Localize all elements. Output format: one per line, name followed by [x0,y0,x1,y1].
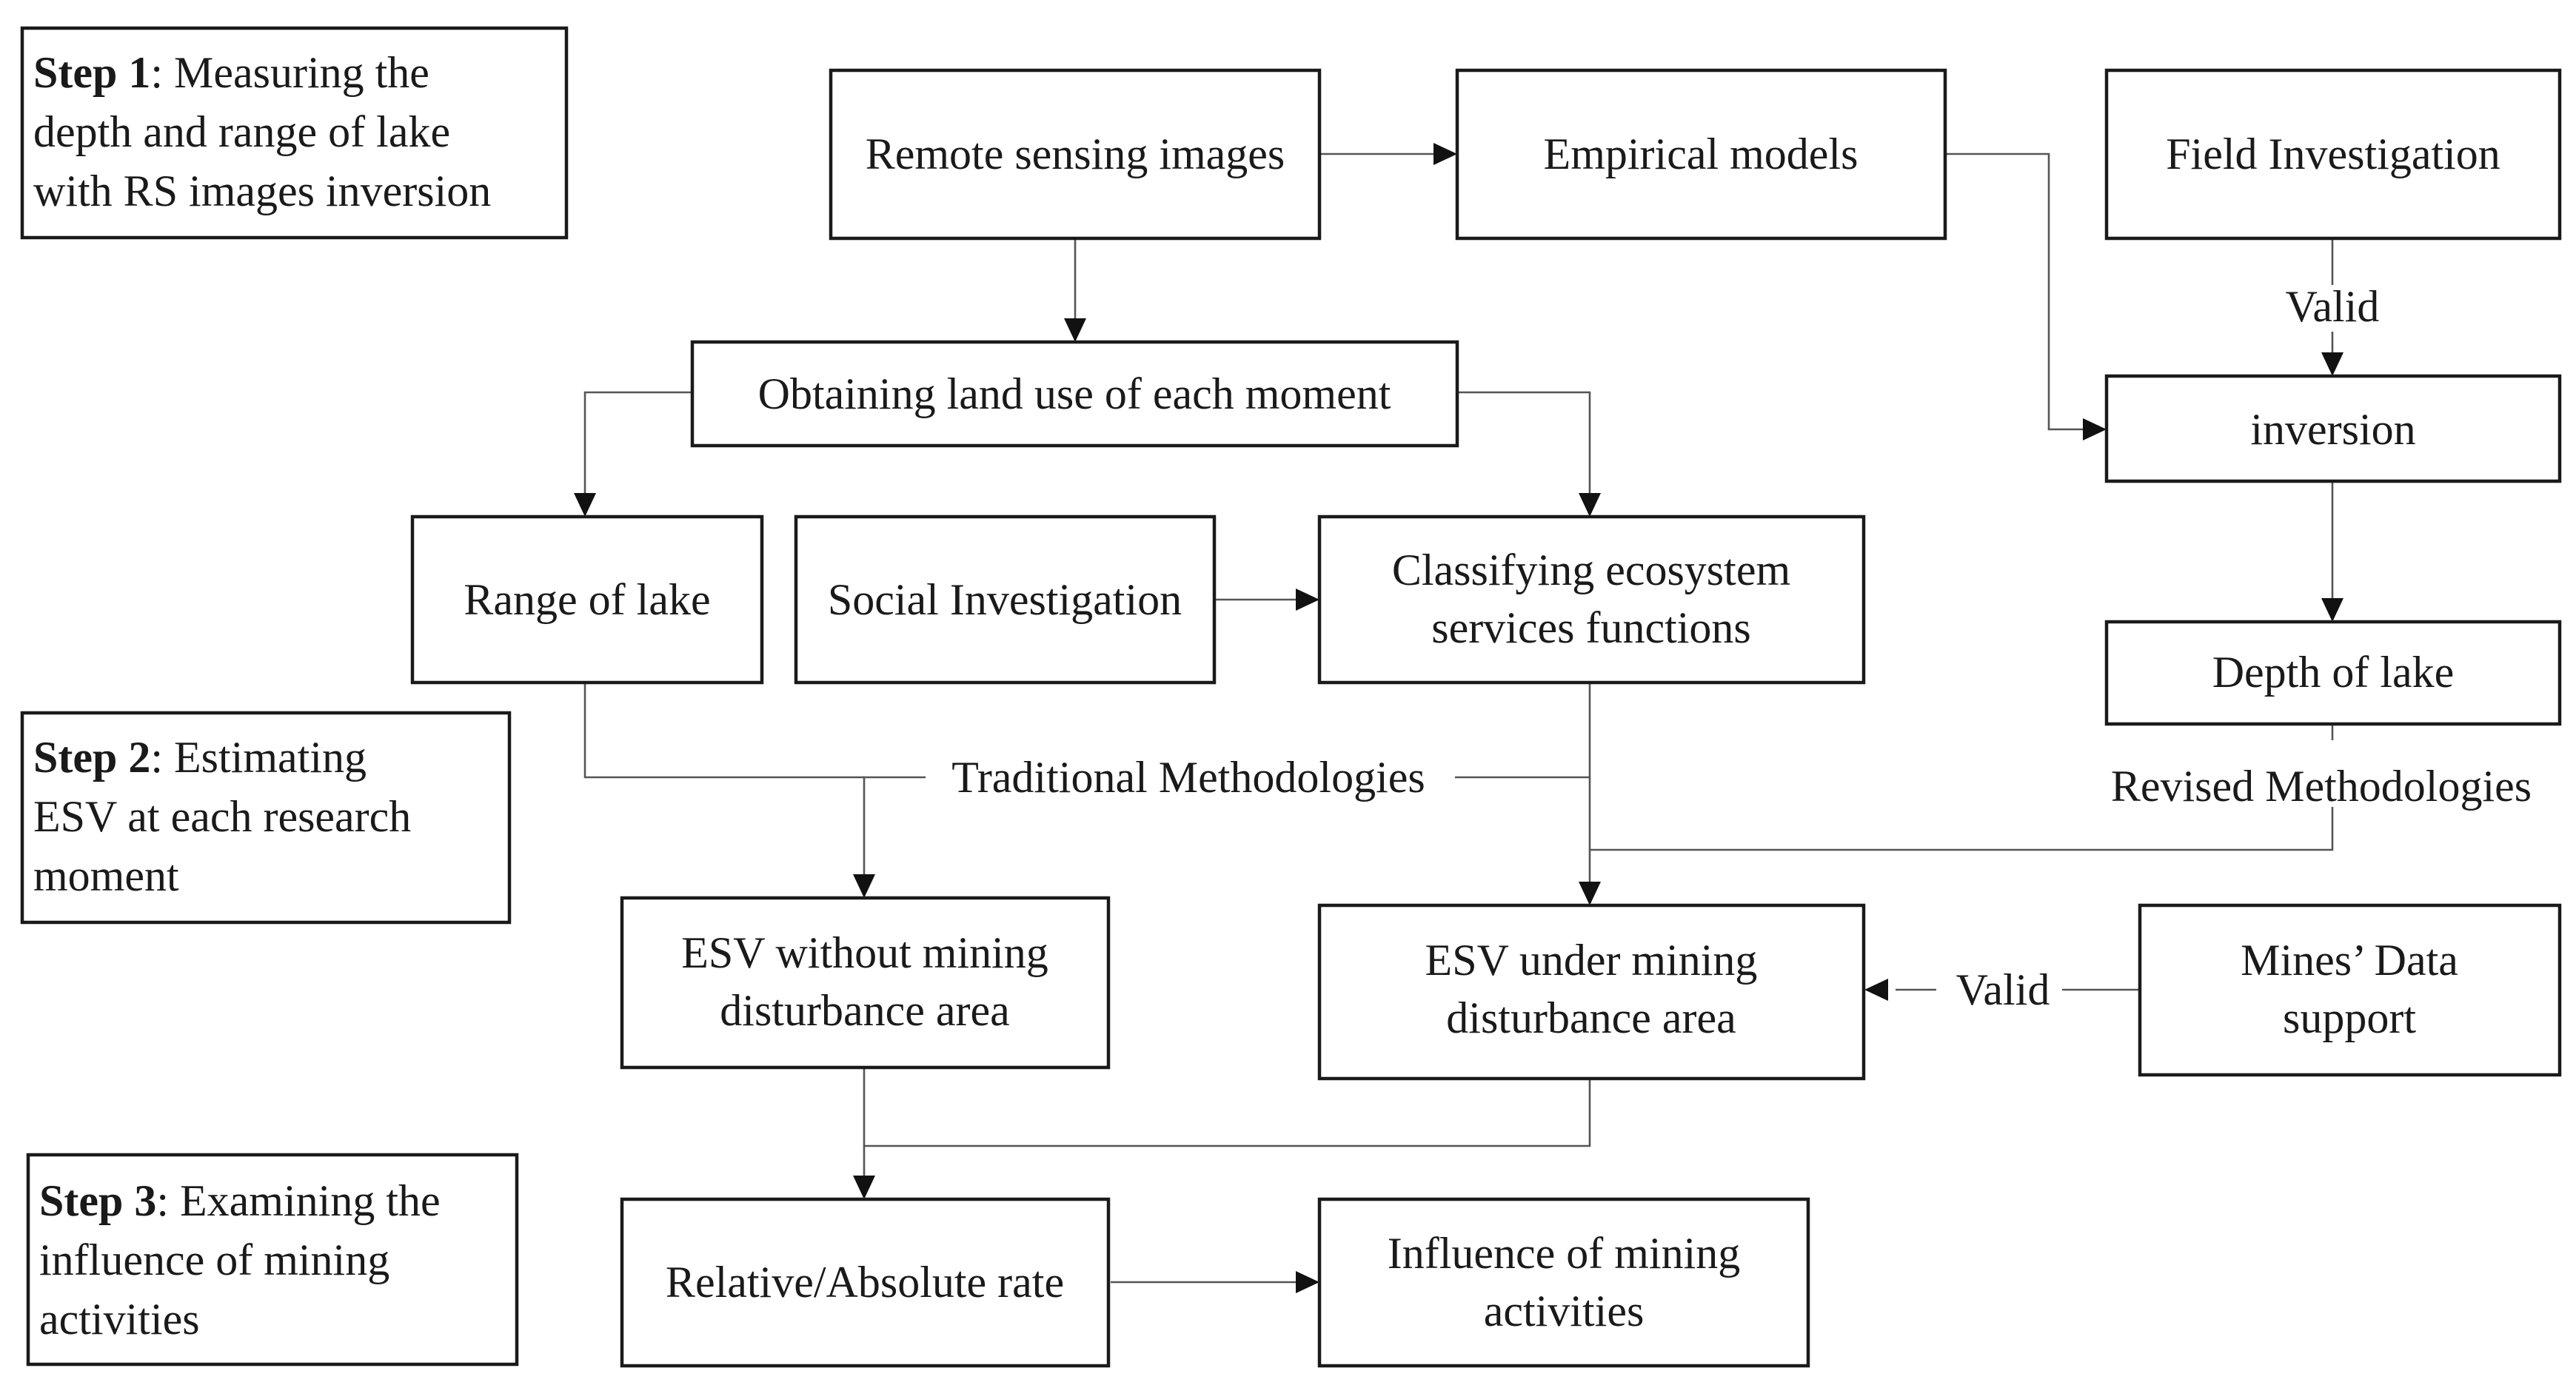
step-2-line3: moment [33,851,179,900]
esv-under-line2: disturbance area [1446,993,1736,1042]
node-relative-absolute-rate: Relative/Absolute rate [620,1197,1111,1368]
edge-landuse-to-classifying [1457,391,1591,494]
esv-without-line2: disturbance area [720,986,1009,1035]
arrowhead-landuse [1064,318,1086,342]
node-inversion: inversion [2104,374,2562,483]
connectors [574,143,2344,1293]
mines-label-line1: Mines’ Data [2241,936,2458,985]
step-1-heading: Step 1 [33,48,150,97]
step-3-box: Step 3: Examining the influence of minin… [26,1153,519,1367]
edge-labels: Valid Traditional Methodologies Revised … [926,282,2558,1016]
edge-range-down [583,683,864,779]
arrowhead-inversion-left [2083,418,2107,440]
node-mines-data-support: Mines’ Data support [2138,903,2562,1077]
node-field-investigation: Field Investigation [2104,68,2562,241]
arrowhead-influence [1296,1271,1319,1293]
influence-line2: activities [1484,1287,1645,1335]
svg-text:Step 1: Measuring the: Step 1: Measuring the [33,48,429,97]
step-3-heading: Step 3 [39,1176,156,1225]
step-2-heading: Step 2 [33,733,150,782]
step-1-box: Step 1: Measuring the depth and range of… [20,26,569,240]
edge-landuse-to-range [583,391,692,494]
revised-methodologies-label: Revised Methodologies [2111,762,2532,811]
node-depth-of-lake: Depth of lake [2104,620,2562,726]
traditional-methodologies-label: Traditional Methodologies [951,753,1425,802]
obtaining-land-use-label: Obtaining land use of each moment [758,369,1391,418]
classifying-label-line1: Classifying ecosystem [1392,546,1790,594]
remote-sensing-label: Remote sensing images [866,130,1285,178]
step-1-line2: depth and range of lake [33,107,450,156]
svg-text:Step 3: Examining the: Step 3: Examining the [39,1176,441,1225]
inversion-label: inversion [2250,405,2415,454]
classifying-label-line2: services functions [1431,603,1751,652]
node-empirical-models: Empirical models [1455,68,1947,241]
step-1-line3: with RS images inversion [33,167,491,215]
field-investigation-label: Field Investigation [2166,130,2500,178]
edge-esv-without-down [863,1067,1591,1147]
node-remote-sensing-images: Remote sensing images [829,68,1322,241]
arrowhead-classifying-top [1579,493,1601,517]
edge-empirical-to-inversion [1945,152,2084,431]
range-of-lake-label: Range of lake [464,575,710,624]
mines-label-line2: support [2283,993,2416,1042]
step-2-box: Step 2: Estimating ESV at each research … [20,711,512,925]
arrowhead-depth [2321,598,2344,622]
valid-label-field: Valid [2286,282,2380,331]
node-social-investigation: Social Investigation [794,514,1217,685]
svg-text:Step 2: Estimating: Step 2: Estimating [33,733,367,782]
arrowhead-classifying-left [1296,589,1319,611]
esv-under-line1: ESV under mining [1425,936,1758,985]
edge-revised-join [1590,807,2334,851]
arrowhead-range [574,493,596,517]
arrowhead-esv-under-right [1864,979,1888,1001]
step-3-line2: influence of mining [39,1236,389,1284]
arrowhead-inversion-top [2321,352,2344,376]
node-range-of-lake: Range of lake [410,514,764,685]
step-3-line1: : Examining the [156,1176,440,1225]
arrowhead-relative [853,1176,875,1199]
empirical-models-label: Empirical models [1544,130,1859,178]
node-esv-without-mining: ESV without mining disturbance area [620,896,1111,1070]
node-influence-of-mining: Influence of mining activities [1317,1197,1810,1368]
node-esv-under-mining: ESV under mining disturbance area [1317,903,1866,1081]
node-obtaining-land-use: Obtaining land use of each moment [690,340,1459,448]
arrowhead-esv-under [1579,882,1601,905]
node-classifying-ecosystem: Classifying ecosystem services functions [1317,514,1866,685]
relative-rate-label: Relative/Absolute rate [666,1258,1064,1307]
arrowhead-esv-without [853,874,875,898]
esv-without-line1: ESV without mining [681,928,1048,977]
step-3-line3: activities [39,1295,200,1344]
arrowhead-empirical [1433,143,1457,165]
valid-label-mines: Valid [1956,965,2050,1014]
depth-of-lake-label: Depth of lake [2212,648,2455,697]
social-investigation-label: Social Investigation [828,575,1182,624]
step-2-line2: ESV at each research [33,792,411,841]
influence-line1: Influence of mining [1388,1229,1741,1278]
step-2-line1: : Estimating [150,733,367,782]
step-1-line1: : Measuring the [150,48,429,97]
